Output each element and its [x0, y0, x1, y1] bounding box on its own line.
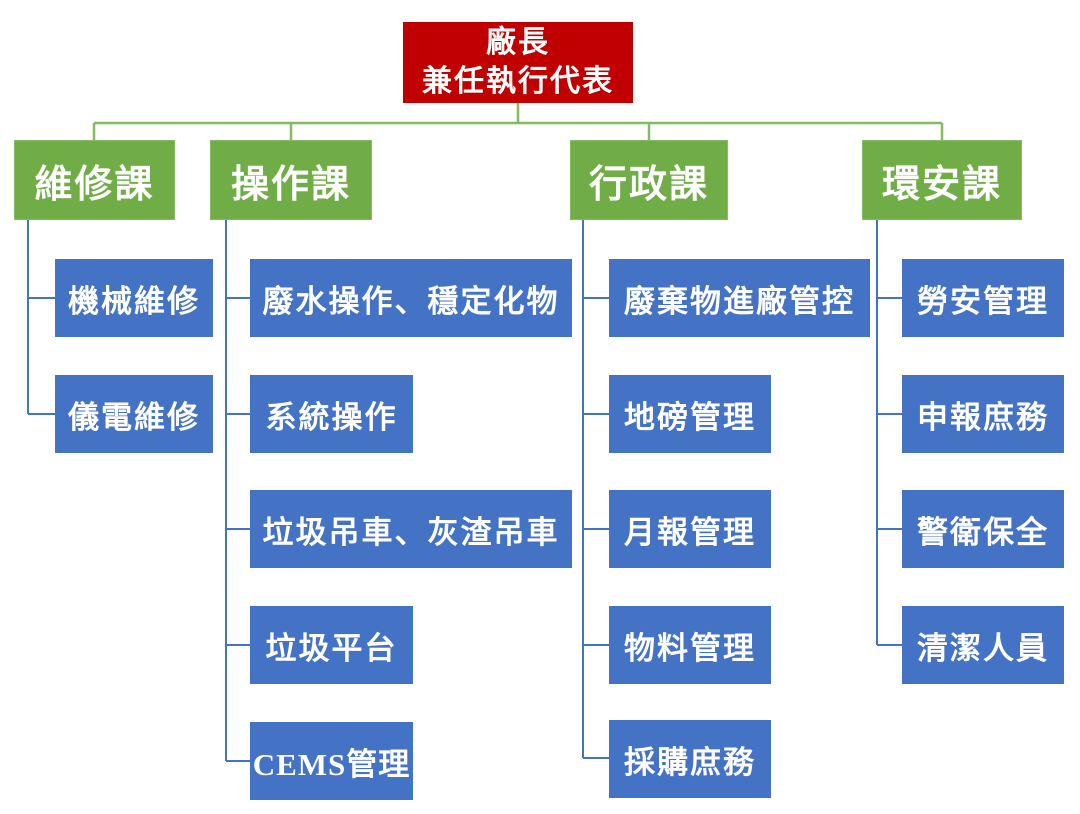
unit-box-garbage-ash-crane: 垃圾吊車、灰渣吊車 [250, 490, 572, 568]
unit-box-labor-safety-management: 勞安管理 [902, 259, 1064, 337]
unit-box-weighbridge-management: 地磅管理 [609, 375, 771, 453]
unit-box-system-operation: 系統操作 [250, 375, 413, 453]
administration-branch-line [582, 220, 609, 759]
unit-box-cleaning-staff: 清潔人員 [902, 606, 1064, 684]
unit-box-waste-entry-control: 廢棄物進廠管控 [609, 259, 870, 337]
root-box-plant-director: 廠長 兼任執行代表 [403, 22, 633, 103]
dept-box-maintenance: 維修課 [14, 140, 175, 220]
maintenance-branch-line [27, 220, 55, 415]
root-label-line2: 兼任執行代表 [422, 64, 614, 98]
unit-box-garbage-platform: 垃圾平台 [250, 606, 413, 684]
unit-box-mechanical-maintenance: 機械維修 [55, 259, 213, 337]
unit-box-cems-management: CEMS管理 [250, 722, 413, 800]
unit-box-material-management: 物料管理 [609, 606, 771, 684]
unit-box-instrument-electrical-maintenance: 儀電維修 [55, 375, 213, 453]
root-connector-line [92, 103, 944, 140]
dept-box-environment-safety: 環安課 [862, 140, 1022, 220]
unit-box-wastewater-stabilization: 廢水操作、穩定化物 [250, 259, 572, 337]
unit-box-security-guard: 警衛保全 [902, 490, 1064, 568]
dept-box-operation: 操作課 [210, 140, 372, 220]
root-label-line1: 廠長 [486, 26, 550, 60]
unit-box-declaration-affairs: 申報庶務 [902, 375, 1064, 453]
unit-box-procurement-affairs: 採購庶務 [609, 720, 771, 798]
operation-branch-line [225, 220, 250, 762]
environment-safety-branch-line [876, 220, 902, 646]
unit-box-monthly-report-management: 月報管理 [609, 490, 771, 568]
dept-box-administration: 行政課 [570, 140, 728, 220]
